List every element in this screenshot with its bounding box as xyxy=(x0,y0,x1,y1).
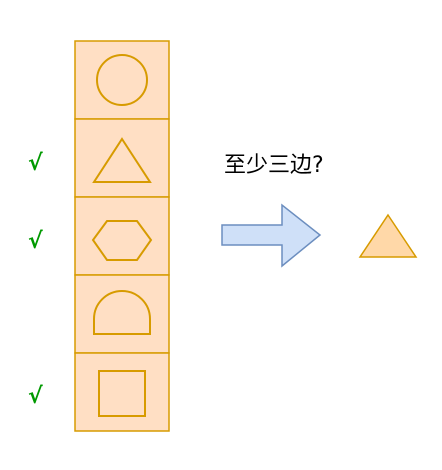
hexagon-icon xyxy=(91,220,153,261)
shape-cell-4 xyxy=(74,274,170,354)
cell-box xyxy=(74,196,170,276)
shape-cell-2 xyxy=(74,118,170,198)
semicircle-icon xyxy=(93,290,151,335)
shape-cell-1 xyxy=(74,40,170,120)
cell-box xyxy=(74,118,170,198)
shape-cell-5 xyxy=(74,352,170,432)
arrow-right-icon xyxy=(221,203,322,268)
triangle-icon xyxy=(92,137,152,183)
shape-column xyxy=(74,40,170,432)
question-label: 至少三边? xyxy=(224,153,324,178)
cell-box xyxy=(74,274,170,354)
shape-cell-3 xyxy=(74,196,170,276)
cell-box xyxy=(74,40,170,120)
cell-box xyxy=(74,352,170,432)
check-mark-square: √ xyxy=(28,384,43,409)
square-icon xyxy=(98,370,146,417)
check-mark-hexagon: √ xyxy=(28,229,43,254)
result-triangle-icon xyxy=(358,213,418,258)
check-mark-triangle: √ xyxy=(28,151,43,176)
circle-icon xyxy=(96,54,148,106)
